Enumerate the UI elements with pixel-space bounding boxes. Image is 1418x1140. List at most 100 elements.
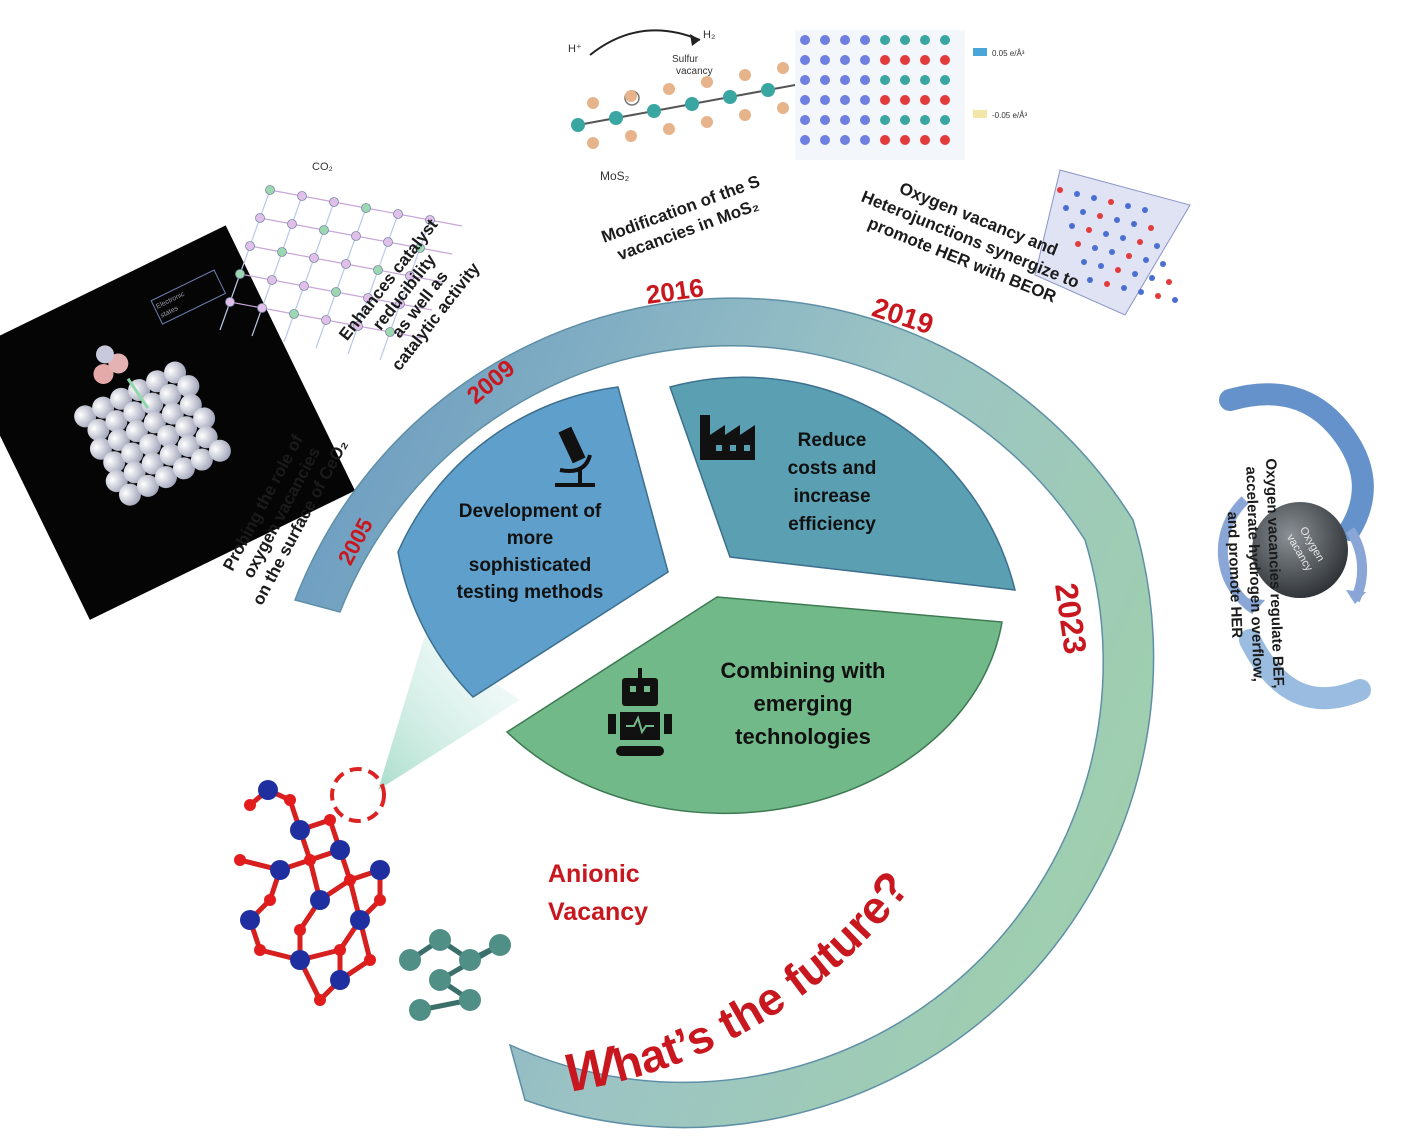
lattice-bond	[249, 245, 283, 253]
hetero-atom	[860, 115, 870, 125]
hetero-atom	[900, 35, 910, 45]
ceria-atom	[103, 451, 126, 474]
diamond-atom	[1160, 261, 1166, 267]
ceria-atom	[119, 483, 142, 506]
diamond-atom	[1143, 257, 1149, 263]
pie-segment-1-text: more	[507, 528, 553, 549]
oxygen-atom	[284, 794, 296, 806]
ceria-atom	[141, 452, 164, 475]
lattice-bond	[281, 223, 293, 253]
s-atom	[625, 130, 637, 142]
co2-label: CO₂	[312, 161, 333, 173]
oxygen-atom	[334, 944, 346, 956]
ceria-atom	[190, 448, 213, 471]
lattice-bond	[283, 313, 295, 343]
lattice-bond	[251, 307, 263, 337]
lattice-bond	[345, 263, 379, 271]
hetero-atom	[920, 135, 930, 145]
lattice-bond	[323, 229, 357, 237]
oxygen-vacancy-cycle-graphic: Oxygen vacancy	[1217, 383, 1374, 710]
hetero-atom	[880, 115, 890, 125]
lattice-bond	[271, 251, 283, 281]
lattice-bond	[261, 279, 273, 309]
ceria-atom	[141, 392, 164, 415]
diamond-atom	[1092, 245, 1098, 251]
diamond-atom	[1103, 231, 1109, 237]
anionic-label-1: Anionic	[548, 860, 640, 888]
hetero-atom	[940, 55, 950, 65]
diamond-atom	[1069, 223, 1075, 229]
lattice-bond	[377, 241, 389, 271]
lattice-reduction-inset	[219, 185, 463, 361]
lattice-bond	[325, 319, 359, 327]
diamond-atom	[1075, 241, 1081, 247]
diamond-atom	[1109, 249, 1115, 255]
hetero-atom	[920, 95, 930, 105]
metal-atom	[258, 780, 278, 800]
hetero-atom	[900, 75, 910, 85]
hetero-atom	[920, 55, 930, 65]
h-plus-label: H⁺	[568, 43, 582, 55]
ceria-atom	[123, 461, 146, 484]
lattice-atom	[245, 241, 255, 251]
ceria-atom	[143, 411, 166, 434]
hetero-atom	[920, 35, 930, 45]
ceria-atom	[146, 370, 169, 393]
lattice-atom	[267, 275, 277, 285]
lattice-bond	[419, 219, 431, 249]
diamond-atom	[1063, 205, 1069, 211]
hetero-atom	[820, 135, 830, 145]
hetero-atom	[900, 95, 910, 105]
lattice-bond	[387, 213, 399, 243]
lattice-atom	[319, 225, 329, 235]
metal-atom	[350, 910, 370, 930]
ceria-atom	[110, 387, 133, 410]
metal-atom	[240, 910, 260, 930]
lattice-atom	[351, 231, 361, 241]
s-atom	[739, 69, 751, 81]
diamond-atom	[1137, 239, 1143, 245]
ceria-atom	[175, 416, 198, 439]
pie-segment-technologies	[505, 596, 1003, 815]
hetero-atom	[800, 115, 810, 125]
oxygen-atom	[294, 924, 306, 936]
s-atom	[663, 123, 675, 135]
oxygen-atom	[364, 954, 376, 966]
diamond-atom	[1125, 203, 1131, 209]
lattice-bond	[365, 207, 399, 215]
hetero-atom	[860, 135, 870, 145]
hetero-atom	[880, 95, 890, 105]
s-atom	[701, 116, 713, 128]
hetero-atom	[840, 55, 850, 65]
crystal-diamond-inset	[1034, 169, 1191, 316]
lattice-atom	[255, 213, 265, 223]
lattice-bond	[293, 313, 327, 321]
lattice-atom	[341, 259, 351, 269]
lattice-atom	[393, 209, 403, 219]
hetero-atom	[820, 35, 830, 45]
lattice-bond	[367, 297, 401, 305]
lattice-bond	[303, 285, 337, 293]
oxygen-atom	[314, 994, 326, 1006]
lattice-atom	[383, 237, 393, 247]
metal-atom	[330, 840, 350, 860]
ceria-atom	[92, 396, 115, 419]
hetero-atom	[840, 135, 850, 145]
lattice-atom	[297, 191, 307, 201]
lattice-bond	[291, 195, 303, 225]
hetero-atom	[940, 35, 950, 45]
diamond-atom	[1081, 259, 1087, 265]
diamond-atom	[1148, 225, 1154, 231]
ceria-atom	[121, 442, 144, 465]
anionic-vacancy-molecule	[234, 780, 511, 1021]
lattice-bond	[323, 201, 335, 231]
mos2-caption: MoS₂	[600, 169, 630, 183]
vacancy-dashed-circle	[330, 767, 386, 823]
ceria-atom	[74, 405, 97, 428]
lattice-atom	[331, 287, 341, 297]
lattice-bond	[259, 217, 293, 225]
lattice-bond	[219, 301, 231, 331]
diamond-atom	[1057, 187, 1063, 193]
lattice-atom	[405, 271, 415, 281]
lattice-bond	[409, 275, 443, 283]
